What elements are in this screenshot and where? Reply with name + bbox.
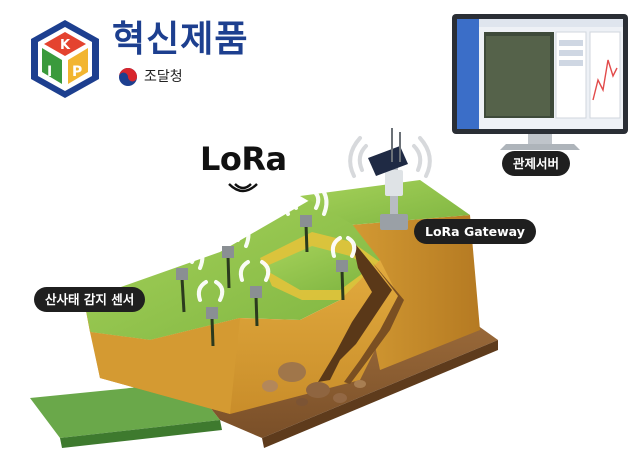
logo-letter-p: P bbox=[72, 64, 82, 80]
sensor-node-icon bbox=[176, 215, 348, 347]
logo-letter-k: K bbox=[60, 38, 71, 53]
lora-logo: LoRa bbox=[200, 140, 287, 178]
agency-name: 조달청 bbox=[144, 69, 183, 85]
gateway-tower-icon bbox=[368, 128, 408, 230]
brand-title: 혁신제품 bbox=[112, 19, 249, 60]
agency-row: 조달청 bbox=[118, 66, 183, 88]
server-label: 관제서버 bbox=[502, 151, 571, 176]
kip-logo-icon: K I P bbox=[31, 20, 99, 98]
lora-waves-icon bbox=[228, 183, 258, 193]
landslide-crack bbox=[318, 240, 392, 382]
gateway-signal-icon bbox=[348, 136, 432, 178]
fallen-rocks bbox=[262, 362, 366, 406]
logo-letter-i: I bbox=[47, 64, 52, 80]
taeguk-emblem-icon bbox=[119, 68, 137, 86]
upper-hill-top bbox=[300, 180, 470, 225]
sensor-label: 산사태 감지 센서 bbox=[34, 287, 146, 312]
wireless-signal-icon bbox=[161, 180, 357, 302]
gateway-label: LoRa Gateway bbox=[414, 219, 536, 244]
monitor-icon bbox=[452, 14, 628, 150]
